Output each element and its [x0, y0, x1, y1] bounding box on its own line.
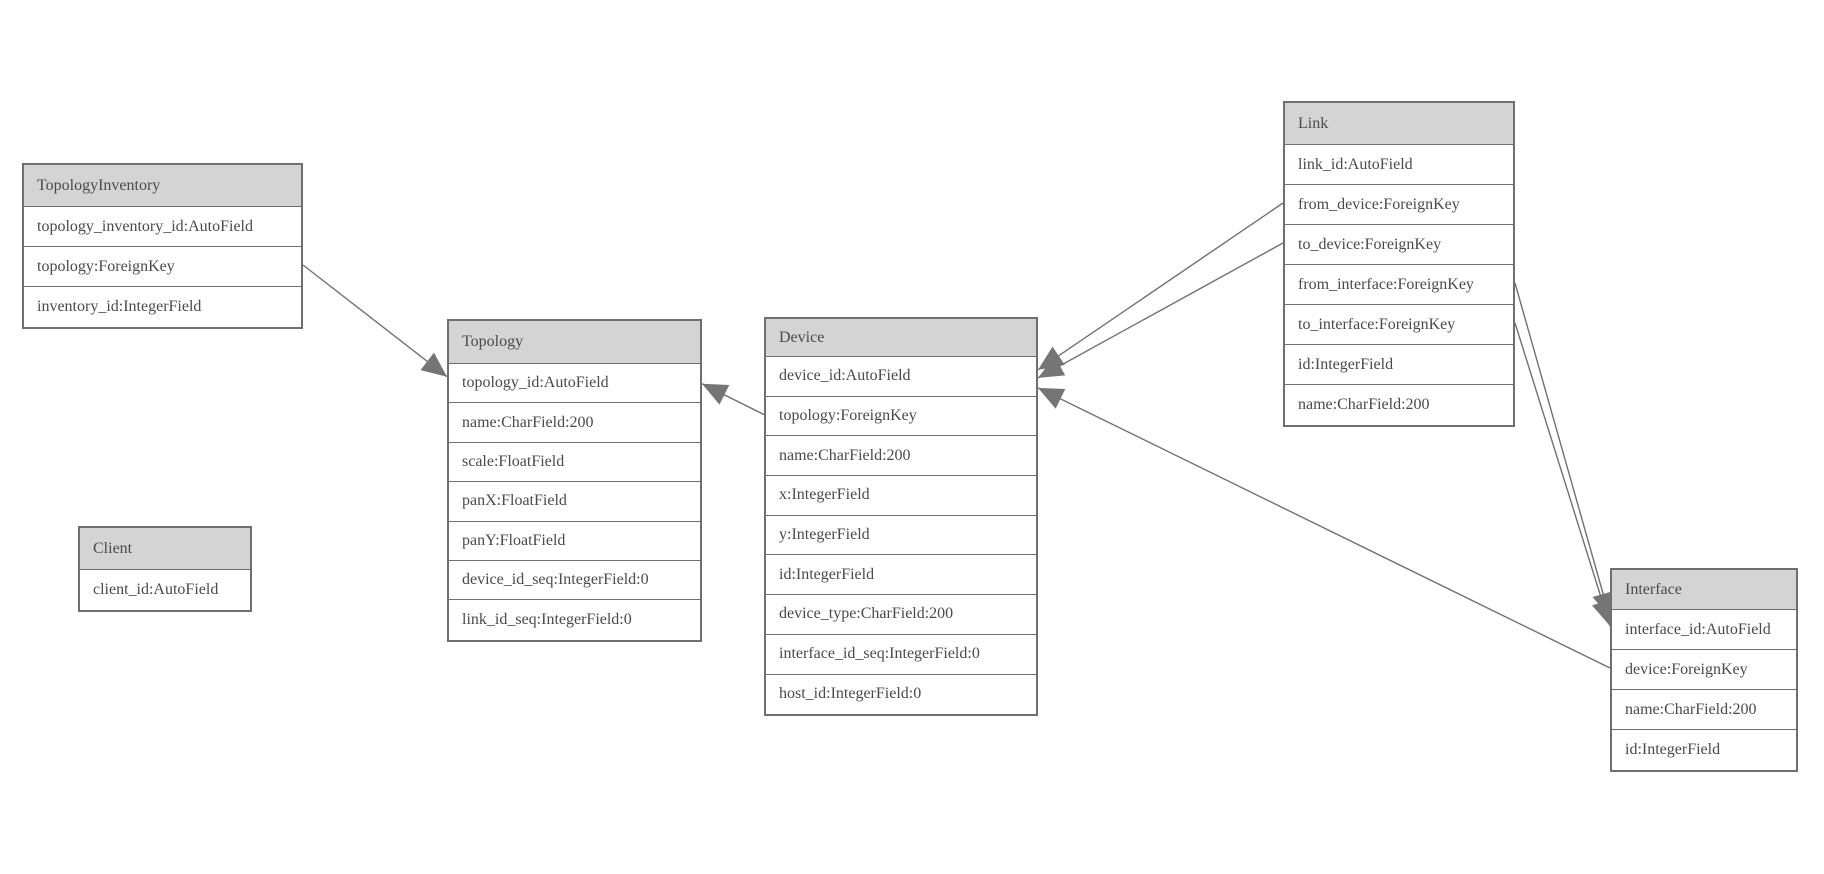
entity-field-interface-1: device:ForeignKey: [1612, 650, 1796, 690]
entity-field-link-0: link_id:AutoField: [1285, 145, 1513, 185]
entity-field-client-0: client_id:AutoField: [80, 570, 250, 610]
entity-title-topology_inventory: TopologyInventory: [24, 165, 301, 207]
entity-field-device-6: device_type:CharField:200: [766, 595, 1036, 635]
entity-title-device: Device: [766, 319, 1036, 357]
entity-title-link: Link: [1285, 103, 1513, 145]
entity-field-topology-1: name:CharField:200: [449, 403, 700, 443]
entity-field-device-5: id:IntegerField: [766, 555, 1036, 596]
entity-field-device-7: interface_id_seq:IntegerField:0: [766, 634, 1036, 675]
edge-interface-device-to-device: [1037, 387, 1611, 669]
entity-field-link-2: to_device:ForeignKey: [1285, 225, 1513, 265]
entity-field-device-1: topology:ForeignKey: [766, 396, 1036, 437]
entity-field-device-3: x:IntegerField: [766, 476, 1036, 516]
entity-field-link-1: from_device:ForeignKey: [1285, 185, 1513, 225]
entity-field-topology_inventory-2: inventory_id:IntegerField: [24, 287, 301, 327]
entity-title-client: Client: [80, 528, 250, 570]
edge-link-to_device-to-device: [1037, 242, 1284, 379]
entity-field-topology-5: device_id_seq:IntegerField:0: [449, 560, 700, 601]
entity-field-link-4: to_interface:ForeignKey: [1285, 305, 1513, 345]
entity-field-link-3: from_interface:ForeignKey: [1285, 265, 1513, 305]
entity-field-topology-2: scale:FloatField: [449, 442, 700, 483]
entity-field-topology-6: link_id_seq:IntegerField:0: [449, 600, 700, 640]
entity-field-device-4: y:IntegerField: [766, 515, 1036, 556]
entity-field-topology-0: topology_id:AutoField: [449, 364, 700, 404]
edge-topologyinventory-topology-to-topology: [302, 264, 448, 378]
entity-field-topology-4: panY:FloatField: [449, 521, 700, 561]
edge-link-to_interface-to-interface: [1514, 322, 1614, 627]
entity-field-link-6: name:CharField:200: [1285, 385, 1513, 425]
entity-field-topology_inventory-0: topology_inventory_id:AutoField: [24, 207, 301, 247]
entity-title-interface: Interface: [1612, 570, 1796, 610]
edge-link-from_interface-to-interface: [1514, 282, 1614, 619]
entity-field-device-0: device_id:AutoField: [766, 357, 1036, 397]
entity-title-topology: Topology: [449, 321, 700, 364]
entity-field-interface-0: interface_id:AutoField: [1612, 610, 1796, 650]
entity-field-topology_inventory-1: topology:ForeignKey: [24, 247, 301, 287]
entity-field-device-8: host_id:IntegerField:0: [766, 674, 1036, 715]
edge-device-topology-to-topology: [701, 383, 765, 416]
entity-field-topology-3: panX:FloatField: [449, 482, 700, 522]
edge-link-from_device-to-device: [1037, 202, 1284, 371]
entity-field-interface-2: name:CharField:200: [1612, 690, 1796, 730]
entity-field-link-5: id:IntegerField: [1285, 345, 1513, 385]
entity-field-device-2: name:CharField:200: [766, 436, 1036, 477]
entity-field-interface-3: id:IntegerField: [1612, 730, 1796, 770]
